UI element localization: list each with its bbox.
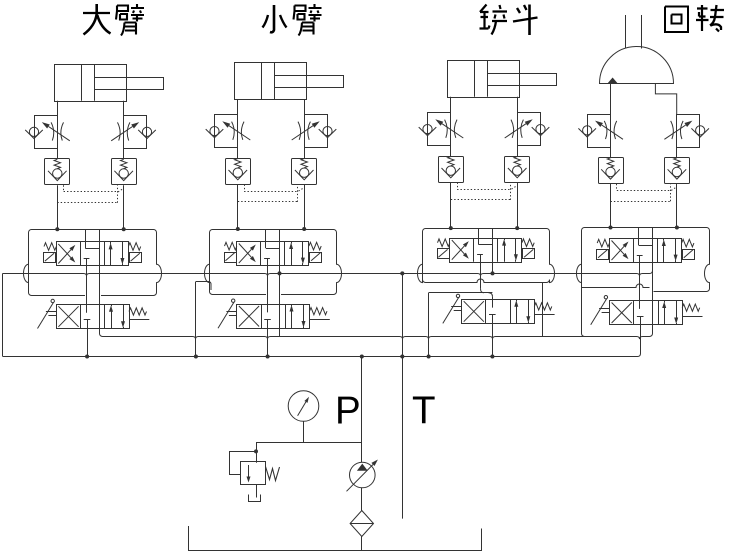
svg-text:T: T: [412, 390, 436, 433]
svg-text:P: P: [335, 390, 361, 433]
